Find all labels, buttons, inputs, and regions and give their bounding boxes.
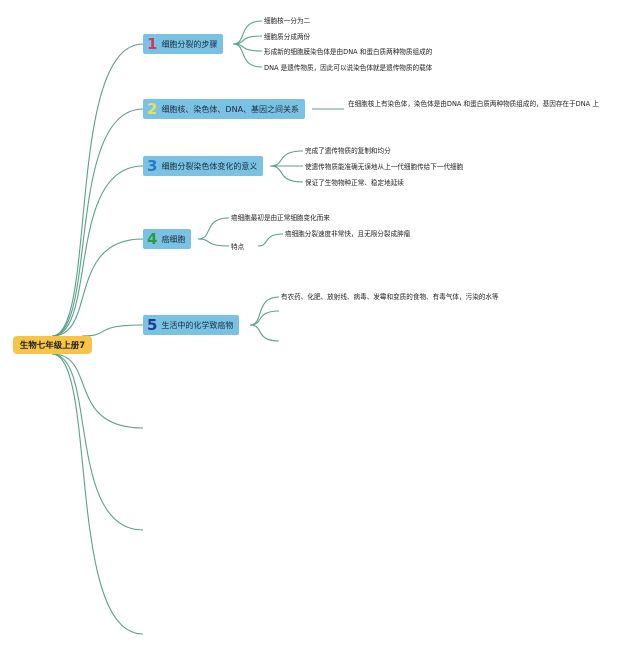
topic-4-sub-branch-1 <box>257 233 284 247</box>
topic-1-item-1[interactable]: 细胞核一分为二 <box>264 17 311 25</box>
topic-3-number: 3 <box>147 156 158 175</box>
topic-node-5[interactable]: 5 生活中的化学致癌物 <box>143 315 240 335</box>
topic-2-label: 细胞核、染色体、DNA、基因之间关系 <box>161 104 300 114</box>
topic-node-2[interactable]: 2 细胞核、染色体、DNA、基因之间关系 <box>143 99 306 119</box>
root-to-empty-2 <box>51 353 144 531</box>
topic-5-item-1[interactable]: 有农药、化肥、放射线、病毒、发霉和变质的食物、有毒气体，污染的水等 <box>281 293 499 301</box>
topic-4-branch-1 <box>197 217 230 240</box>
topic-3-item-1[interactable]: 完成了遗传物质的复制和均分 <box>305 147 391 155</box>
topic-3-item-2[interactable]: 使遗传物质能准确无误地从上一代细胞传给下一代细胞 <box>305 163 464 171</box>
topic-1-branch-1 <box>232 20 263 45</box>
topic-node-3[interactable]: 3 细胞分裂染色体变化的意义 <box>143 156 264 176</box>
topic-3-label: 细胞分裂染色体变化的意义 <box>161 161 258 171</box>
topic-1-item-3[interactable]: 形成新的细胞膜染色体是由DNA 和蛋白质两种物质组成的 <box>264 48 433 56</box>
topic-5-branch-empty-2 <box>249 324 280 342</box>
topic-5-number: 5 <box>147 315 158 334</box>
topic-node-4[interactable]: 4 癌细胞 <box>143 229 192 249</box>
root-to-empty-1 <box>51 353 144 429</box>
topic-3-branch-3 <box>269 165 304 183</box>
topic-5-branch-empty-1 <box>249 310 280 326</box>
topic-4-number: 4 <box>147 229 158 248</box>
root-to-topic-4 <box>51 238 144 337</box>
topic-node-1[interactable]: 1 细胞分裂的步骤 <box>143 34 224 54</box>
root-to-topic-1 <box>51 43 144 337</box>
topic-1-item-2[interactable]: 细胞质分成两份 <box>264 33 311 41</box>
topic-1-item-4[interactable]: DNA 是遗传物质，因此可以说染色体就是遗传物质的载体 <box>264 64 433 72</box>
root-to-topic-5 <box>81 324 144 337</box>
root-to-topic-3 <box>51 165 144 337</box>
topic-4-subitem-1[interactable]: 癌细胞分裂速度非常快，且无限分裂成肿瘤 <box>285 230 411 238</box>
topic-2-number: 2 <box>147 99 158 118</box>
root-to-empty-3 <box>51 353 144 635</box>
root-to-topic-2 <box>51 108 144 337</box>
topic-4-item-2[interactable]: 特点 <box>231 243 245 251</box>
topic-4-branch-2 <box>197 238 230 247</box>
topic-2-item-1[interactable]: 在细胞核上有染色体，染色体是由DNA 和蛋白质两种物质组成的，基因存在于DNA … <box>348 100 599 108</box>
topic-3-branch-1 <box>269 150 304 167</box>
root-node[interactable]: 生物七年级上册7 <box>13 336 92 354</box>
topic-3-item-3[interactable]: 保证了生物物种正常、稳定地延续 <box>305 179 404 187</box>
topic-1-branch-4 <box>232 43 263 68</box>
topic-5-label: 生活中的化学致癌物 <box>161 320 234 330</box>
topic-1-number: 1 <box>147 34 158 53</box>
topic-4-item-1[interactable]: 癌细胞最初是由正常细胞变化而来 <box>231 214 330 222</box>
topic-4-label: 癌细胞 <box>161 234 186 244</box>
topic-1-label: 细胞分裂的步骤 <box>161 39 218 49</box>
